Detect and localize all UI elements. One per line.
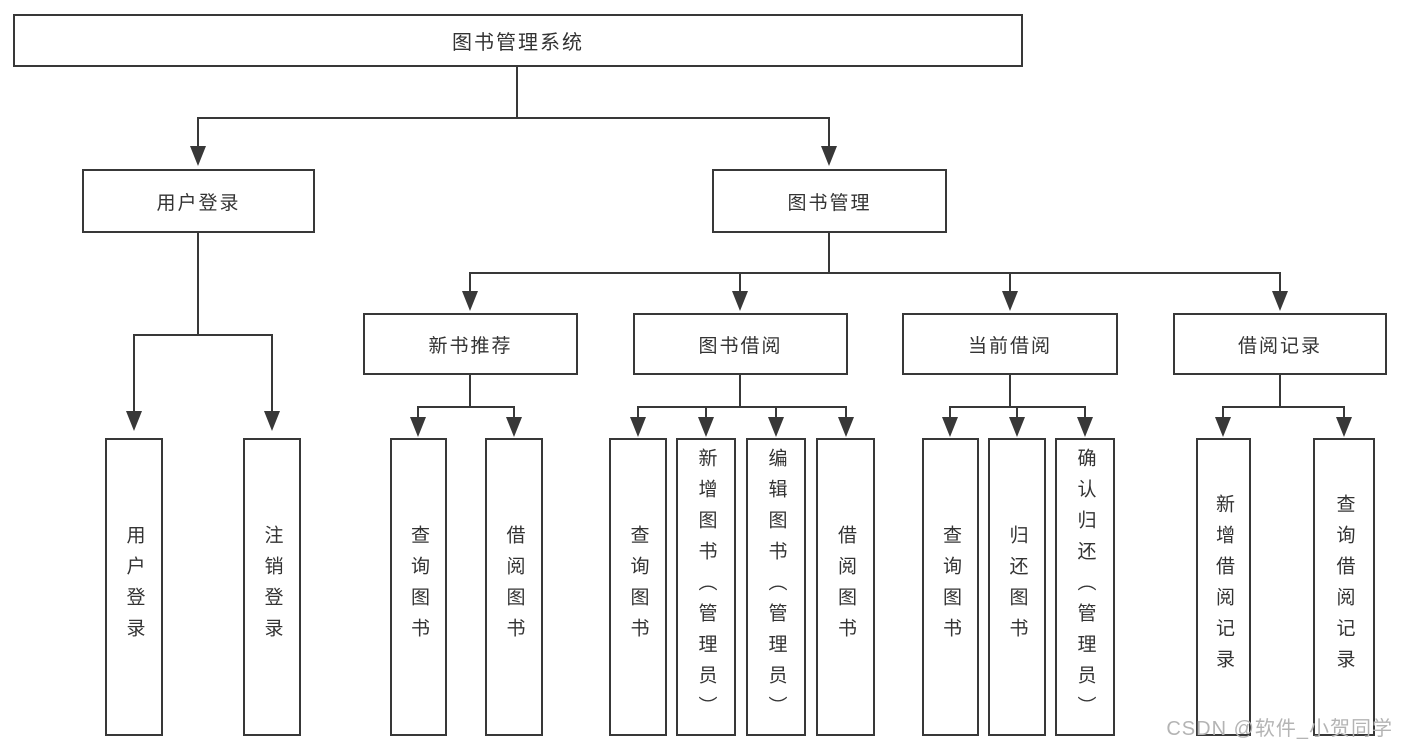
arrow-current-borrow-stem bbox=[1009, 272, 1011, 292]
leaf-rec-borrow-books: 借阅图书 bbox=[485, 438, 543, 736]
connector-user-login-stem bbox=[197, 233, 199, 336]
arrow-leaf-login-stem bbox=[133, 334, 135, 412]
leaf-borrow-books: 借阅图书 bbox=[816, 438, 875, 736]
watermark: CSDN @软件_小贺同学 bbox=[1166, 718, 1393, 740]
node-book-borrow: 图书借阅 bbox=[633, 313, 848, 375]
connector-new-book-rec-bar bbox=[417, 406, 515, 408]
leaf-rec-query-books: 查询图书 bbox=[390, 438, 447, 736]
arrow-stem bbox=[705, 406, 707, 418]
node-book-mgmt: 图书管理 bbox=[712, 169, 947, 233]
leaf-user-login: 用户登录 bbox=[105, 438, 163, 736]
arrowhead bbox=[838, 417, 854, 437]
connector-new-book-rec-stem bbox=[469, 375, 471, 407]
arrow-stem bbox=[417, 406, 419, 418]
arrow-leaf-logout-stem bbox=[271, 334, 273, 412]
leaf-current-query-books: 查询图书 bbox=[922, 438, 979, 736]
connector-book-mgmt-stem bbox=[828, 233, 830, 274]
arrowhead-leaf-login bbox=[126, 411, 142, 431]
arrowhead-current-borrow bbox=[1002, 291, 1018, 311]
node-user-login: 用户登录 bbox=[82, 169, 315, 233]
connector-root-bar bbox=[197, 117, 830, 119]
connector-book-borrow-bar bbox=[637, 406, 847, 408]
arrow-stem bbox=[1222, 406, 1224, 418]
connector-current-borrow-stem bbox=[1009, 375, 1011, 407]
arrowhead-leaf-logout bbox=[264, 411, 280, 431]
arrowhead bbox=[698, 417, 714, 437]
connector-book-borrow-stem bbox=[739, 375, 741, 407]
node-current-borrow: 当前借阅 bbox=[902, 313, 1118, 375]
arrow-stem bbox=[637, 406, 639, 418]
leaf-return-books: 归还图书 bbox=[988, 438, 1046, 736]
arrowhead-new-book-rec bbox=[462, 291, 478, 311]
arrow-stem bbox=[1343, 406, 1345, 418]
leaf-confirm-return-admin: 确认归还（管理员） bbox=[1055, 438, 1115, 736]
arrowhead bbox=[410, 417, 426, 437]
node-borrow-records: 借阅记录 bbox=[1173, 313, 1387, 375]
connector-user-login-bar bbox=[133, 334, 273, 336]
arrowhead-borrow-records bbox=[1272, 291, 1288, 311]
arrowhead-book-mgmt bbox=[821, 146, 837, 166]
arrow-book-mgmt-stem bbox=[828, 117, 830, 147]
arrowhead bbox=[1009, 417, 1025, 437]
leaf-add-borrow-record: 新增借阅记录 bbox=[1196, 438, 1251, 736]
arrowhead bbox=[1336, 417, 1352, 437]
arrow-stem bbox=[513, 406, 515, 418]
node-new-book-rec: 新书推荐 bbox=[363, 313, 578, 375]
leaf-logout: 注销登录 bbox=[243, 438, 301, 736]
arrow-stem bbox=[775, 406, 777, 418]
arrowhead bbox=[1077, 417, 1093, 437]
connector-book-mgmt-bar bbox=[469, 272, 1281, 274]
arrow-stem bbox=[1084, 406, 1086, 418]
leaf-query-borrow-record: 查询借阅记录 bbox=[1313, 438, 1375, 736]
connector-borrow-records-bar bbox=[1222, 406, 1345, 408]
leaf-edit-books-admin: 编辑图书（管理员） bbox=[746, 438, 806, 736]
connector-root-stem bbox=[516, 67, 518, 118]
connector-borrow-records-stem bbox=[1279, 375, 1281, 407]
arrow-stem bbox=[845, 406, 847, 418]
arrowhead bbox=[630, 417, 646, 437]
leaf-borrow-query-books: 查询图书 bbox=[609, 438, 667, 736]
arrowhead bbox=[1215, 417, 1231, 437]
arrow-stem bbox=[949, 406, 951, 418]
arrow-book-borrow-stem bbox=[739, 272, 741, 292]
arrow-borrow-records-stem bbox=[1279, 272, 1281, 292]
arrowhead-user-login bbox=[190, 146, 206, 166]
arrowhead bbox=[942, 417, 958, 437]
node-root: 图书管理系统 bbox=[13, 14, 1023, 67]
arrow-new-book-rec-stem bbox=[469, 272, 471, 292]
arrow-user-login-stem bbox=[197, 117, 199, 147]
leaf-add-books-admin: 新增图书（管理员） bbox=[676, 438, 736, 736]
arrowhead bbox=[768, 417, 784, 437]
arrow-stem bbox=[1016, 406, 1018, 418]
arrowhead-book-borrow bbox=[732, 291, 748, 311]
arrowhead bbox=[506, 417, 522, 437]
